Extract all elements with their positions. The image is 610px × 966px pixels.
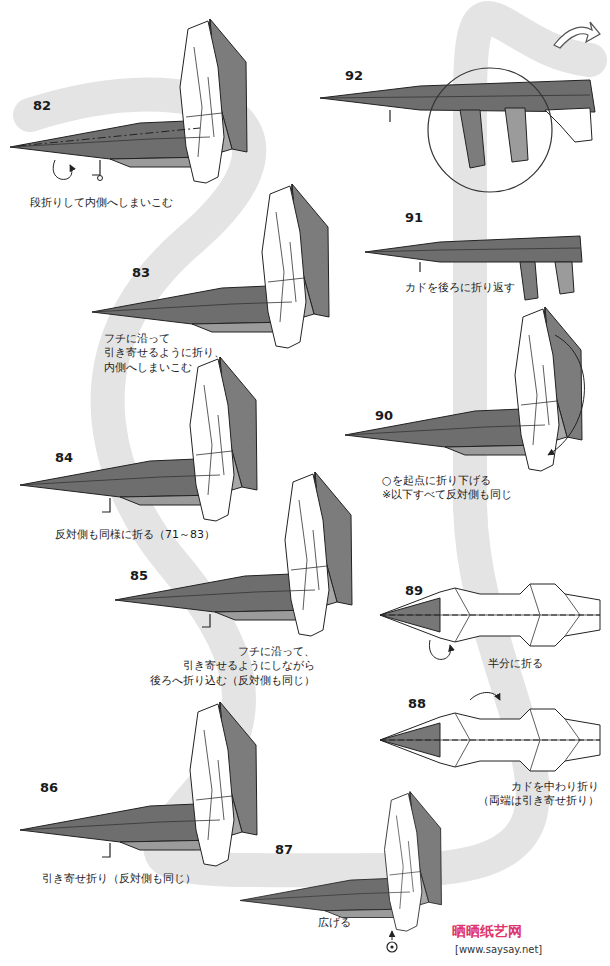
text-line: 84 bbox=[55, 450, 73, 467]
instruction-caption: フチに沿って 引き寄せるように折り、 内側へしまいこむ bbox=[104, 332, 225, 375]
watermark-url: [www.saysay.net] bbox=[455, 943, 542, 956]
text-line: 反対側も同様に折る（71～83） bbox=[55, 528, 215, 542]
step-number: 83 bbox=[132, 265, 150, 282]
instruction-caption: フチに沿って、 引き寄せるようにしながら 後ろへ折り込む（反対側も同じ） bbox=[150, 645, 315, 688]
text-line: 段折りして内側へしまいこむ bbox=[30, 196, 173, 210]
instruction-caption: 引き寄せ折り（反対側も同じ） bbox=[42, 872, 196, 886]
text-line: 86 bbox=[40, 780, 58, 797]
step-number: 89 bbox=[405, 583, 423, 600]
text-line: 90 bbox=[375, 408, 393, 425]
text-line: 半分に折る bbox=[488, 657, 543, 671]
instruction-caption: 広げる bbox=[318, 916, 351, 930]
instruction-caption: ○を起点に折り下げる ※以下すべて反対側も同じ bbox=[382, 474, 512, 503]
instruction-caption: カドを中わり折り （両端は引き寄せ折り） bbox=[478, 780, 599, 809]
step-number: 91 bbox=[405, 210, 423, 227]
text-line: 内側へしまいこむ bbox=[104, 361, 225, 375]
text-line: 晒晒纸艺网 bbox=[452, 922, 522, 940]
text-line: [www.saysay.net] bbox=[455, 943, 542, 956]
text-line: 83 bbox=[132, 265, 150, 282]
text-line: 82 bbox=[33, 98, 51, 115]
text-line: カドを中わり折り bbox=[478, 780, 599, 794]
step-number: 85 bbox=[130, 568, 148, 585]
text-line: 引き寄せるようにしながら bbox=[150, 659, 315, 673]
text-line: ○を起点に折り下げる bbox=[382, 474, 512, 488]
text-line: 92 bbox=[345, 68, 363, 85]
text-line: 88 bbox=[408, 696, 426, 713]
instruction-caption: 半分に折る bbox=[488, 657, 543, 671]
instruction-caption: 反対側も同様に折る（71～83） bbox=[55, 528, 215, 542]
step-number: 82 bbox=[33, 98, 51, 115]
instruction-caption: カドを後ろに折り返す bbox=[405, 281, 515, 295]
step-number: 90 bbox=[375, 408, 393, 425]
text-line: 広げる bbox=[318, 916, 351, 930]
text-line: 後ろへ折り込む（反対側も同じ） bbox=[150, 674, 315, 688]
text-line: 85 bbox=[130, 568, 148, 585]
text-line: 引き寄せ折り（反対側も同じ） bbox=[42, 872, 196, 886]
step-number: 88 bbox=[408, 696, 426, 713]
step-number: 84 bbox=[55, 450, 73, 467]
text-line: 87 bbox=[275, 842, 293, 859]
text-line: 91 bbox=[405, 210, 423, 227]
step-number: 87 bbox=[275, 842, 293, 859]
step-number: 86 bbox=[40, 780, 58, 797]
text-line: （両端は引き寄せ折り） bbox=[478, 794, 599, 808]
text-line: 89 bbox=[405, 583, 423, 600]
text-line: カドを後ろに折り返す bbox=[405, 281, 515, 295]
text-line: ※以下すべて反対側も同じ bbox=[382, 488, 512, 502]
text-line: フチに沿って、 bbox=[150, 645, 315, 659]
text-line: 引き寄せるように折り、 bbox=[104, 346, 225, 360]
watermark: 晒晒纸艺网 bbox=[452, 922, 522, 940]
step-number: 92 bbox=[345, 68, 363, 85]
text-line: フチに沿って bbox=[104, 332, 225, 346]
instruction-caption: 段折りして内側へしまいこむ bbox=[30, 196, 173, 210]
